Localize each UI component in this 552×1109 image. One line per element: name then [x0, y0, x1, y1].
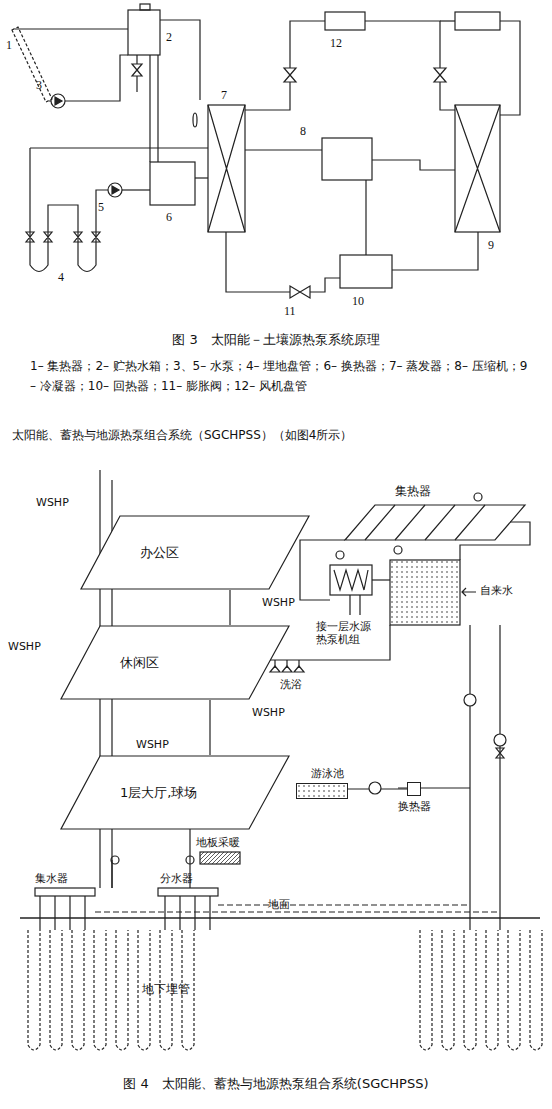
ground-coil — [420, 930, 432, 1050]
text-label: 集水器 — [35, 872, 68, 885]
ground-coil — [72, 930, 84, 1050]
text-label: WSHP — [136, 738, 169, 751]
text-label: 集热器 — [395, 484, 431, 498]
text-label: 接一层水源热泵机组 — [316, 620, 374, 646]
ground-coil — [50, 930, 62, 1050]
plane-outline — [60, 625, 290, 700]
text-label: WSHP — [36, 496, 69, 509]
ground-coil — [28, 930, 40, 1050]
callout-number: 5 — [98, 200, 104, 214]
ground-coil — [464, 930, 476, 1050]
exchanger-box: 换热器 — [392, 782, 436, 814]
ground-coil — [530, 930, 542, 1050]
text-label: WSHP — [8, 640, 41, 653]
figure-caption: 图 4 太阳能、蓄热与地源热泵组合系统(SGCHPSS) — [0, 1076, 552, 1092]
ground-coil — [116, 930, 128, 1050]
pool-symbol — [296, 783, 348, 799]
ground-coil — [508, 930, 520, 1050]
node-text: 游泳池 — [311, 766, 344, 781]
text-label: 图 3 太阳能－土壤源热泵系统原理 — [0, 332, 552, 348]
callout-number: 10 — [352, 294, 364, 308]
node-text: 换热器 — [398, 799, 431, 814]
figure-4-illustration — [20, 470, 542, 1050]
callout-number: 12 — [330, 36, 342, 50]
node-text: 1层大厅,球场 — [120, 755, 197, 802]
callout-number: 2 — [166, 30, 172, 44]
plane-shape — [61, 626, 289, 699]
node-text: 休闲区 — [120, 625, 159, 672]
callout-number: 1 — [6, 38, 12, 52]
callout-number: 6 — [166, 210, 172, 224]
connector — [210, 700, 211, 755]
ground-coil — [442, 930, 454, 1050]
text-label: 洗浴 — [280, 678, 302, 691]
text-label: 地板采暖 — [196, 836, 240, 849]
callout-number: 11 — [284, 304, 296, 318]
text-label: 分水器 — [160, 872, 193, 885]
pipe-line — [229, 590, 230, 625]
callout-number: 7 — [221, 88, 227, 102]
callout-number: 8 — [300, 124, 306, 138]
plane-shape — [61, 756, 289, 829]
plane-outline — [80, 515, 310, 590]
figure-3-schematic — [12, 4, 520, 298]
text-label: 地面 — [268, 898, 290, 911]
ground-coil — [94, 930, 106, 1050]
pipe-line — [209, 700, 210, 755]
text-label: 太阳能、蓄热与地源热泵组合系统（SGCHPSS）（如图4所示） — [12, 428, 352, 442]
floor-plane: 1层大厅,球场 — [60, 755, 290, 830]
callout-number: 4 — [58, 270, 64, 284]
text-label: 地下埋管 — [142, 982, 190, 996]
callout-number: 3 — [36, 78, 42, 92]
plane-shape — [81, 516, 309, 589]
pool-box: 游泳池 — [296, 766, 358, 799]
connector — [230, 590, 231, 625]
text-label: WSHP — [252, 706, 285, 719]
text-label: 1– 集热器；2– 贮热水箱；3、5– 水泵；4– 埋地盘管；6– 换热器；7–… — [30, 356, 530, 396]
floor-plane: 休闲区 — [60, 625, 290, 700]
node-text: 办公区 — [140, 515, 179, 562]
ground-coil — [486, 930, 498, 1050]
callout-number: 9 — [488, 238, 494, 252]
floor-plane: 办公区 — [80, 515, 310, 590]
text-label: 自来水 — [480, 584, 513, 597]
text-label: WSHP — [262, 596, 295, 609]
exchanger-symbol — [407, 782, 421, 796]
